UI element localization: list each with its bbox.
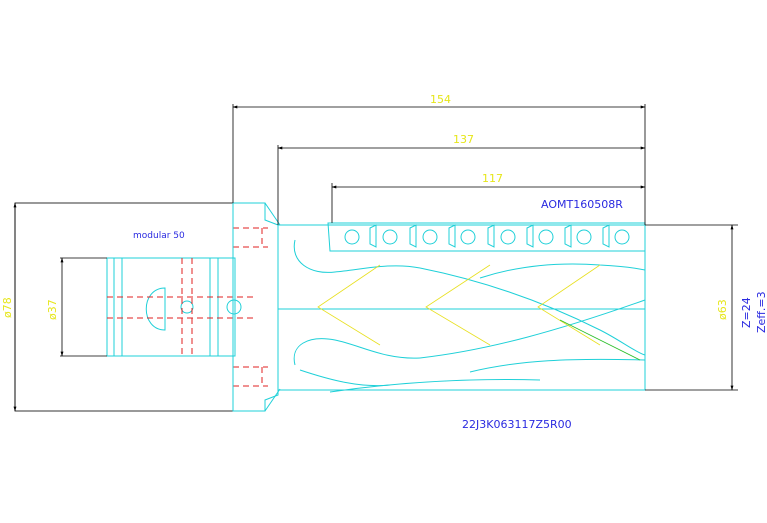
part-number-label: 22J3K063117Z5R00 xyxy=(462,418,572,431)
body-length-label: 137 xyxy=(453,133,474,146)
teeth-label: Z=24 xyxy=(740,297,753,328)
cutter-body xyxy=(278,222,646,393)
bore-diameter-label: ø37 xyxy=(46,299,59,320)
effective-teeth-label: Zeff.=3 xyxy=(755,291,767,333)
insert-label: AOMT160508R xyxy=(541,198,623,211)
helix-chevrons xyxy=(317,264,641,361)
adapter-label: modular 50 xyxy=(133,231,185,241)
adapter-outline xyxy=(232,202,281,412)
hidden-lines xyxy=(107,227,268,387)
bore-outline xyxy=(106,257,242,357)
insert-pockets xyxy=(344,224,630,248)
dimension-lines xyxy=(13,104,738,412)
cutter-diameter-label: ø63 xyxy=(716,299,729,320)
overall-length-label: 154 xyxy=(430,93,451,106)
shank-diameter-label: ø78 xyxy=(1,297,14,318)
cutting-length-label: 117 xyxy=(482,172,503,185)
